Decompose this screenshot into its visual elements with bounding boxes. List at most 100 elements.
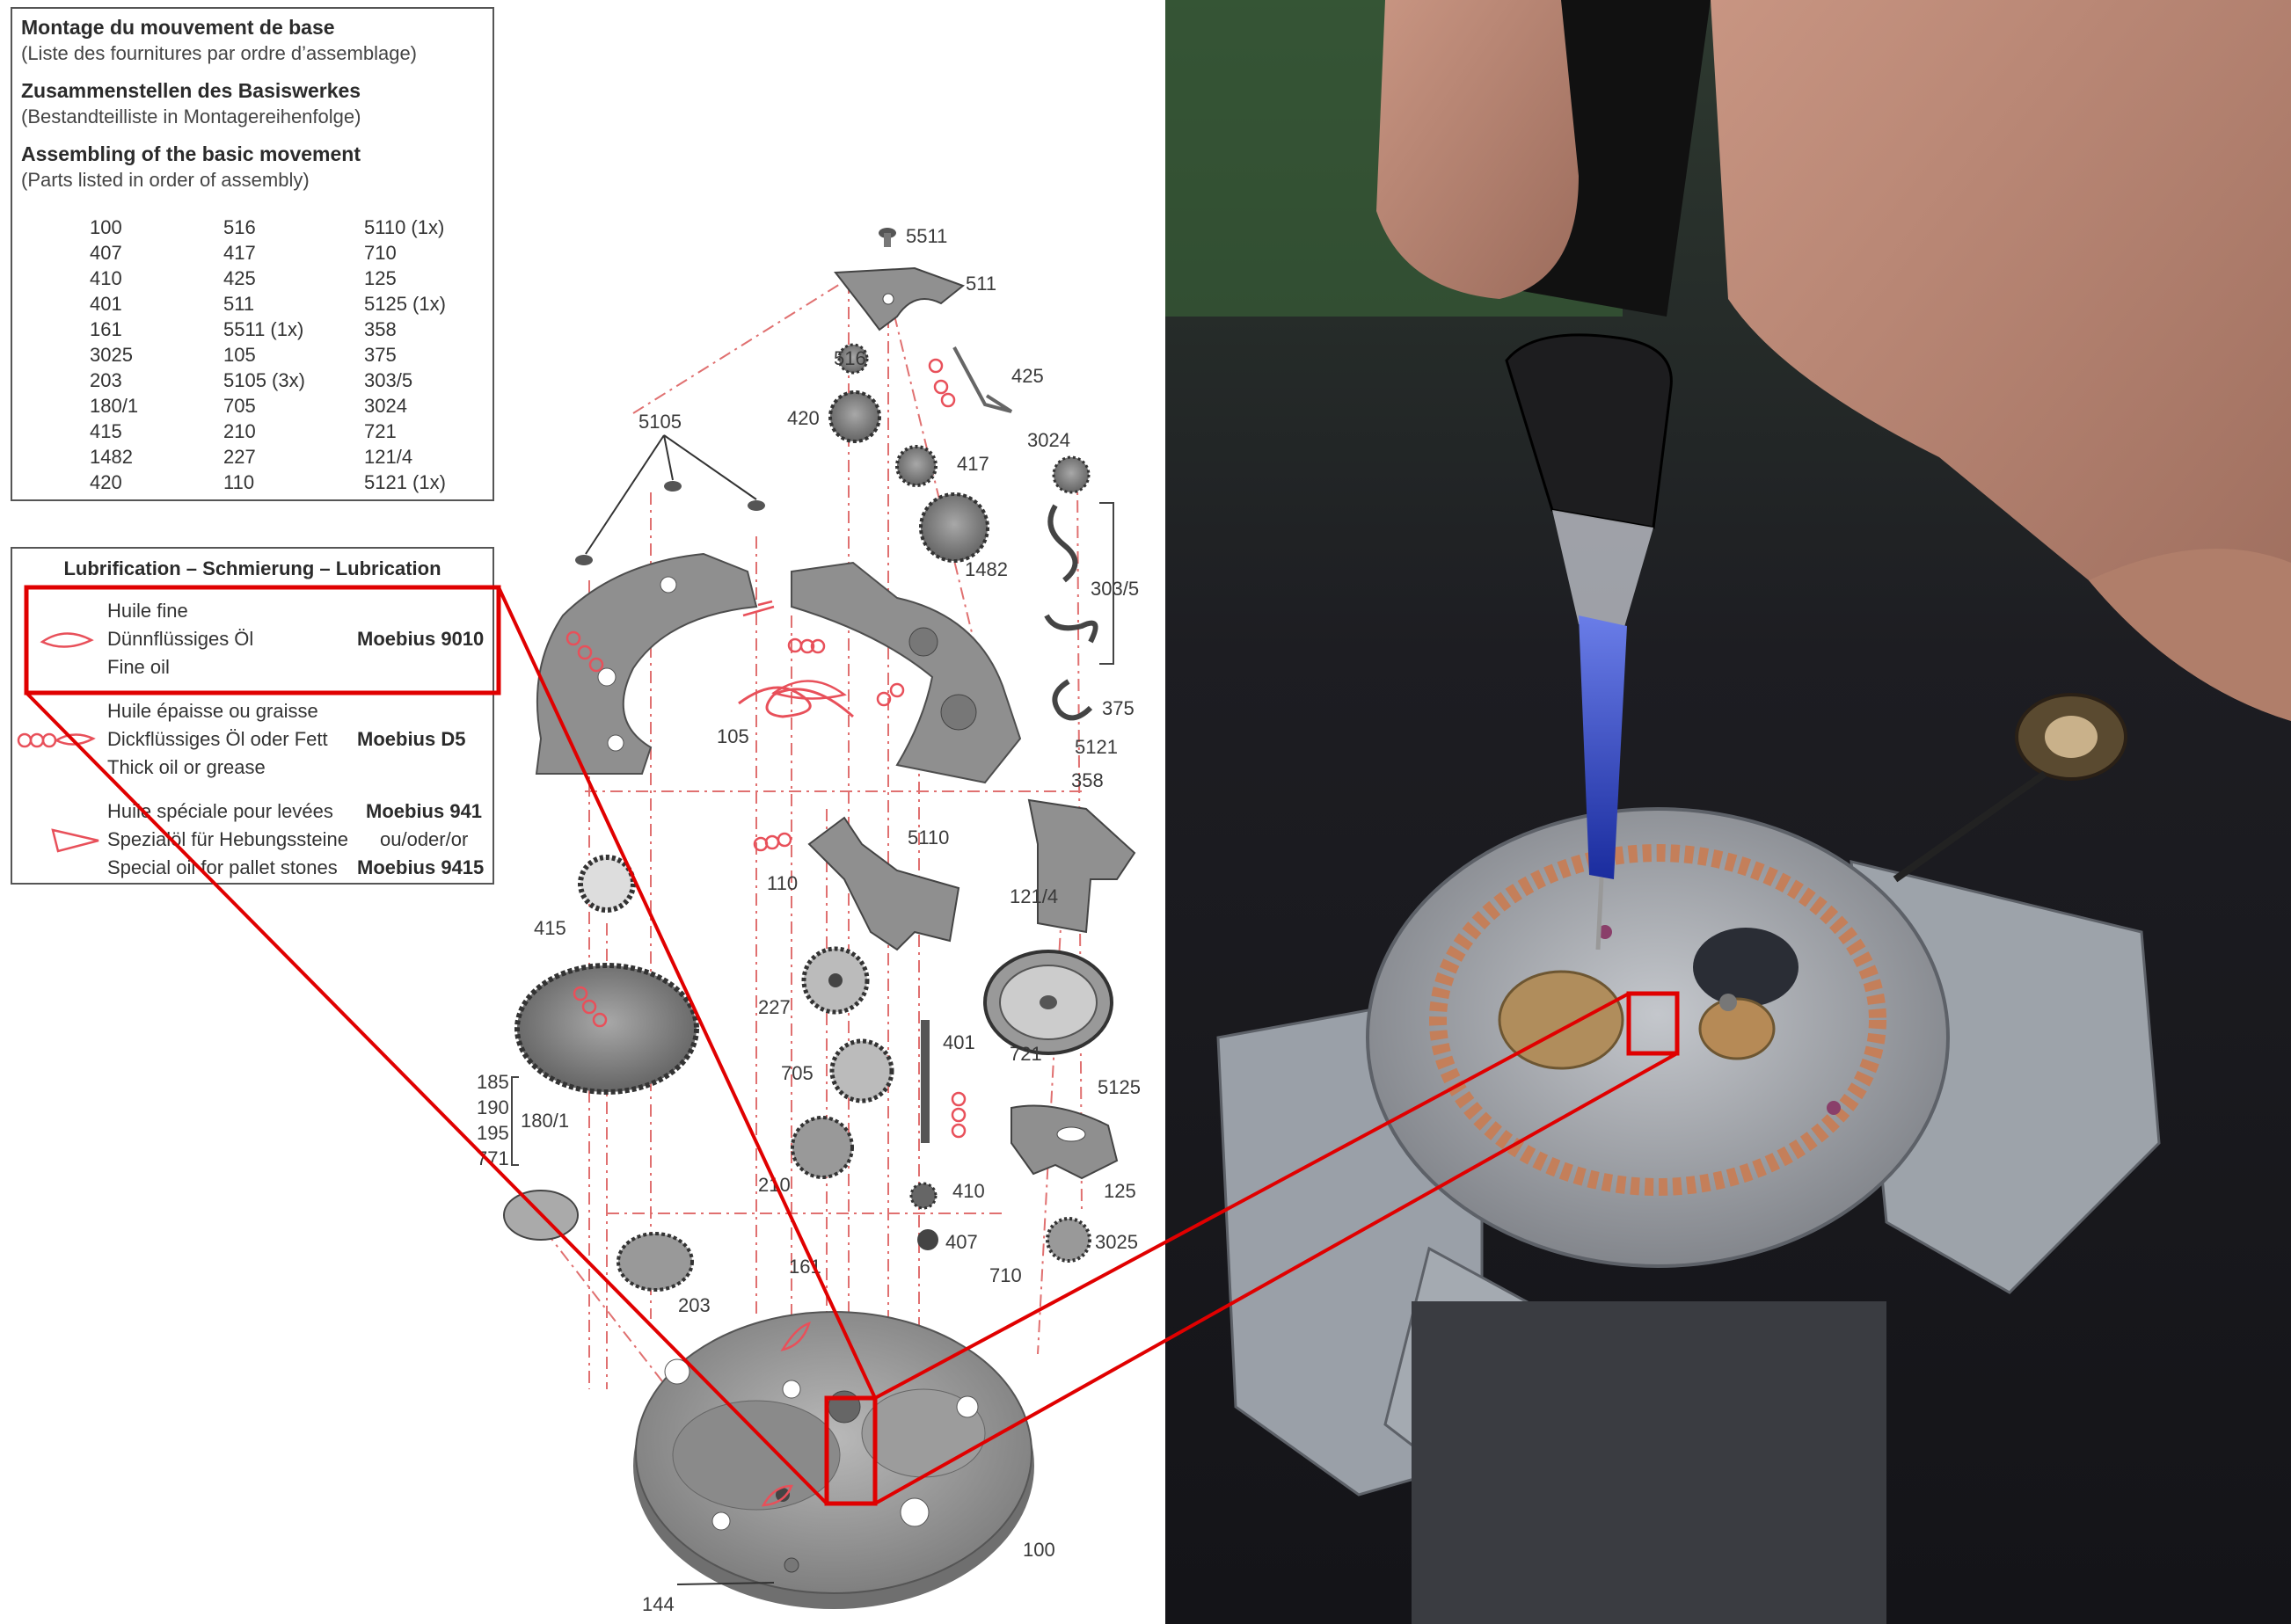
label-121-4: 121/4 [1010, 885, 1058, 907]
pallet-area [1693, 928, 1799, 1007]
subtitle-en: (Parts listed in order of assembly) [21, 169, 310, 191]
label-161: 161 [789, 1256, 821, 1278]
part-number: 5511 (1x) [223, 318, 304, 340]
part-number: 105 [223, 344, 256, 366]
lever-121-4 [1027, 798, 1136, 934]
part-number: 303/5 [364, 369, 413, 391]
part-number: 516 [223, 216, 256, 238]
label-105: 105 [717, 725, 749, 747]
title-de: Zusammenstellen des Basiswerkes [21, 79, 361, 102]
label-5121: 5121 [1075, 736, 1118, 758]
part-number: 407 [90, 242, 122, 264]
label-407: 407 [945, 1231, 978, 1253]
train-bridge [791, 561, 1022, 784]
label-417: 417 [957, 453, 989, 475]
label-227: 227 [758, 996, 791, 1018]
label-100: 100 [1023, 1539, 1055, 1561]
plate-125 [1011, 1104, 1119, 1180]
label-415: 415 [534, 917, 566, 939]
spring-425 [952, 346, 1013, 413]
label-771: 771 [477, 1147, 509, 1169]
lever-511 [834, 266, 966, 331]
crown [1893, 693, 2127, 883]
subtitle-de: (Bestandteilliste in Montagereihenfolge) [21, 106, 361, 127]
label-401: 401 [943, 1031, 975, 1053]
part-number: 375 [364, 344, 397, 366]
part-number: 417 [223, 242, 256, 264]
bracket-303-5 [1099, 502, 1114, 665]
label-180-1: 180/1 [521, 1110, 569, 1132]
label-3025: 3025 [1095, 1231, 1138, 1253]
subtitle-fr: (Liste des fournitures par ordre d’assem… [21, 42, 418, 64]
label-5511: 5511 [906, 225, 947, 247]
part-number: 5121 (1x) [364, 471, 446, 493]
label-125: 125 [1104, 1180, 1136, 1202]
escape-wheel [1698, 997, 1776, 1060]
label-425: 425 [1011, 365, 1044, 387]
label-358: 358 [1071, 769, 1104, 791]
main-plate-100 [633, 1311, 1034, 1609]
label-5125: 5125 [1098, 1076, 1141, 1098]
part-number: 5105 (3x) [223, 369, 305, 391]
label-516: 516 [834, 347, 866, 369]
label-195: 195 [477, 1122, 509, 1144]
spring-303-5 [1044, 504, 1098, 721]
part-number: 511 [223, 293, 255, 315]
screws-5105 [575, 481, 765, 565]
part-number: 5110 (1x) [364, 216, 445, 238]
part-number: 125 [364, 267, 397, 289]
part-number: 161 [90, 318, 122, 340]
label-410: 410 [952, 1180, 985, 1202]
label-203: 203 [678, 1294, 711, 1316]
part-number: 415 [90, 420, 122, 442]
label-190: 190 [477, 1096, 509, 1118]
part-number: 710 [364, 242, 397, 264]
part-number: 401 [90, 293, 122, 315]
label-705: 705 [781, 1062, 814, 1084]
label-1482: 1482 [965, 558, 1008, 580]
part-number: 420 [90, 471, 122, 493]
part-number: 425 [223, 267, 256, 289]
label-420: 420 [787, 407, 820, 429]
mainspring-105 [738, 686, 855, 718]
label-110: 110 [767, 872, 798, 894]
part-number: 110 [223, 471, 255, 493]
gears [503, 343, 1091, 1292]
part-number: 210 [223, 420, 256, 442]
exploded-movement-diagram: 5511 511 516 425 420 417 3024 5105 1482 … [477, 225, 1141, 1615]
part-number: 180/1 [90, 395, 139, 417]
label-185: 185 [477, 1071, 509, 1093]
label-3024: 3024 [1027, 429, 1070, 451]
stem-401 [921, 1020, 930, 1143]
label-511: 511 [966, 273, 996, 295]
leader-144 [676, 1582, 775, 1585]
parts-list-box: Montage du mouvement de base (Liste des … [11, 7, 494, 501]
label-5110: 5110 [908, 827, 949, 848]
part-number: 3024 [364, 395, 407, 417]
part-number: 121/4 [364, 446, 413, 468]
balance-wheel [1498, 970, 1624, 1070]
part-number: 410 [90, 267, 122, 289]
label-5105: 5105 [638, 411, 682, 433]
screw-5511 [879, 228, 896, 247]
balance-wheel-721 [983, 950, 1113, 1055]
label-210: 210 [758, 1174, 791, 1196]
part-number: 1482 [90, 446, 133, 468]
label-303-5: 303/5 [1091, 578, 1139, 600]
5105-leader-lines [585, 434, 757, 555]
label-144: 144 [642, 1593, 675, 1615]
title-en: Assembling of the basic movement [21, 142, 361, 165]
part-number: 5125 (1x) [364, 293, 446, 315]
label-721: 721 [1010, 1043, 1042, 1065]
label-710: 710 [989, 1264, 1022, 1286]
part-number: 358 [364, 318, 397, 340]
title-fr: Montage du mouvement de base [21, 16, 335, 39]
hand [1376, 0, 2291, 721]
watch-movement [1366, 807, 1950, 1268]
part-number: 3025 [90, 344, 133, 366]
label-375: 375 [1102, 697, 1135, 719]
bracket-180-1 [511, 1076, 519, 1166]
part-number: 721 [364, 420, 397, 442]
part-number: 100 [90, 216, 122, 238]
part-number: 203 [90, 369, 122, 391]
